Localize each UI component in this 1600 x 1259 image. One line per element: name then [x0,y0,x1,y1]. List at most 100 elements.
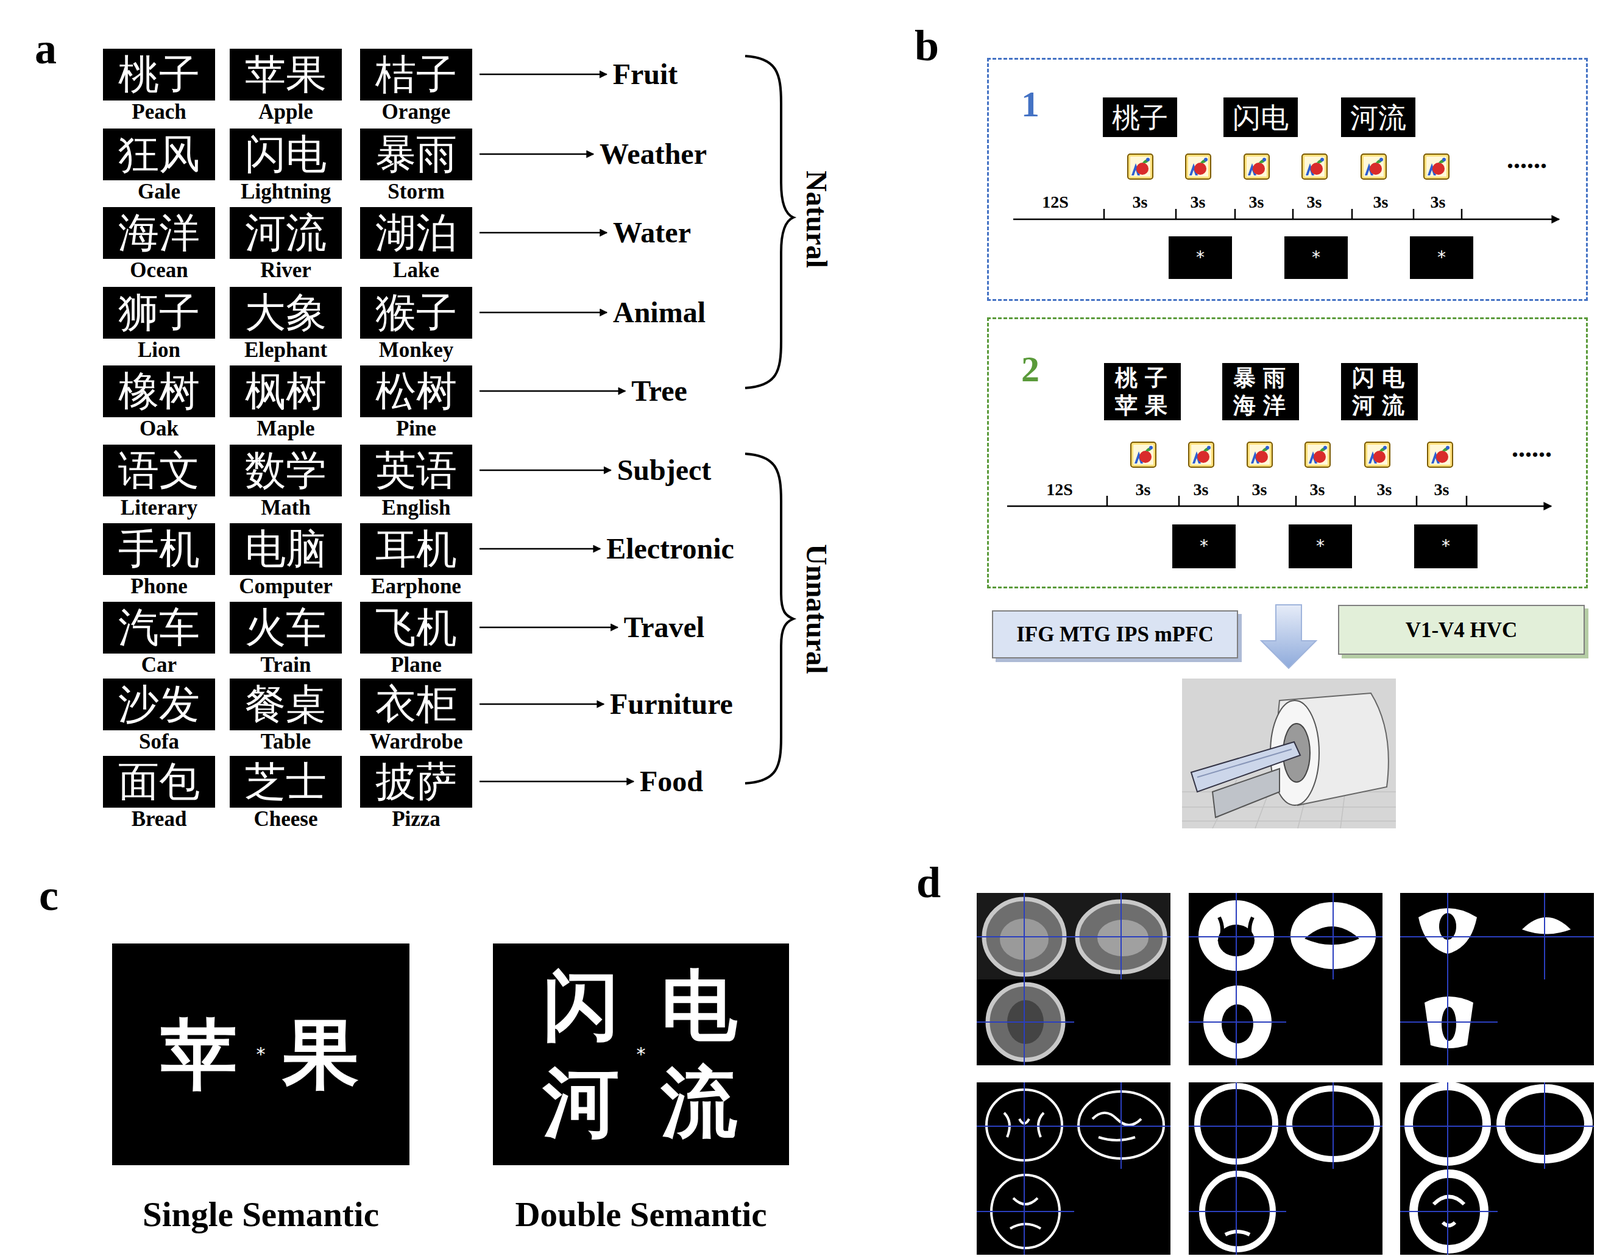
brain-scan [1188,893,1383,1066]
word-text: 橡树 [118,371,200,412]
image-icon [1130,442,1156,468]
word-text: 语文 [118,450,200,492]
time-label: 3s [1306,193,1323,211]
ellipsis: ...... [1511,435,1552,462]
word-box: 湖泊Lake [360,207,473,259]
timeline [1107,495,1467,507]
brain-scan [1188,1082,1383,1256]
word-box: 衣柜Wardrobe [360,678,473,731]
panel-number: 2 [1021,350,1040,388]
word-text: 桃子 苹果 [1107,364,1178,420]
brain-scan [1400,893,1594,1066]
word-text: 汽车 [118,607,200,649]
category-label: Tree [626,372,693,409]
category-label: Travel [619,609,710,646]
word-text: 电脑 [244,528,327,570]
group-label: Unnatural [801,544,832,674]
word-box: 河流 [1341,97,1416,138]
brain-scan [976,893,1171,1066]
word-translation: Earphone [371,575,462,599]
brain-scan [1441,1007,1457,1042]
word-box: 大象Elephant [229,286,342,339]
category-name: Weather [599,137,707,171]
word-box: 狂风Gale [102,128,216,181]
image-icon [1185,154,1211,180]
ellipsis: ...... [1506,146,1547,174]
time-label: 3s [1430,193,1446,211]
connector-arrow [479,390,626,393]
word-box: 耳机Earphone [360,523,473,576]
fixation-mark: * [1441,538,1451,556]
word-box: 海洋Ocean [102,207,216,259]
word-translation: Wardrobe [369,731,464,754]
word-translation: Phone [130,575,188,599]
stimulus-screen: 苹果*Single Semantic [112,943,410,1166]
word-pair-box: 桃子 苹果 [1104,363,1181,421]
word-translation: Cheese [254,808,319,832]
category-label: Weather [594,135,712,172]
panel-number: 1 [1021,85,1040,123]
word-text: 火车 [244,607,327,649]
brain-scan [1188,1082,1383,1256]
word-translation: River [260,259,312,283]
word-text: 闪电 [244,134,327,175]
panel-letter: d [916,860,941,905]
word-text: 飞机 [375,607,457,649]
bracket [745,56,794,784]
brain-scan [1188,893,1383,1066]
connector-arrow [479,626,618,629]
word-box: 英语English [360,444,473,497]
word-text: 面包 [118,761,200,803]
category-label: Food [634,763,708,800]
fixation-mark: * [1199,538,1209,556]
fixation-mark: * [1196,249,1205,267]
fixation-box: * [1414,524,1478,569]
category-label: Furniture [605,686,738,723]
word-box: 手机Phone [102,523,216,576]
word-pair-box: 暴雨 海洋 [1222,363,1300,421]
word-box: 橡树Oak [102,365,216,418]
word-box: 枫树Maple [229,365,342,418]
mri-scanner [1182,678,1396,829]
word-box: 火车Train [229,601,342,654]
region-names: V1-V4 HVC [1405,619,1518,641]
image-icon [1427,442,1453,468]
category-name: Food [639,764,704,799]
category-name: Travel [623,610,705,645]
bracket [745,453,794,784]
panel-letter: a [34,26,57,71]
brain-scan [1097,920,1149,957]
word-text: 沙发 [118,684,200,726]
word-box: 沙发Sofa [102,678,216,731]
category-label: Animal [608,294,711,331]
category-name: Fruit [612,57,679,91]
time-label: 3s [1190,193,1206,211]
word-translation: Ocean [129,259,188,283]
category-name: Furniture [609,687,733,721]
timeline [1007,208,1560,507]
fixation-box: * [1168,236,1232,280]
image-icon [1247,442,1273,468]
group-label: Natural [801,170,832,269]
category-name: Subject [617,453,712,487]
connector-arrow [479,703,604,706]
block-arrow [1261,605,1317,669]
brain-scan [1400,1082,1594,1256]
word-translation: Train [260,654,312,677]
brain-scan [1400,1082,1594,1256]
timeline [1007,505,1552,508]
fixation-mark: * [256,1045,266,1064]
word-box: 猴子Monkey [360,286,473,339]
brain-scan [1400,1082,1594,1256]
time-label: 3s [1434,481,1450,499]
condition-caption: Single Semantic [142,1197,379,1232]
word-translation: Pizza [391,808,441,832]
connector-arrow [479,232,607,234]
mri-scanner [1197,749,1292,778]
word-box: 芝士Cheese [229,756,342,808]
word-text: 松树 [375,371,457,412]
brain-scan [1225,1231,1250,1236]
time-label: 3s [1373,193,1389,211]
connector-arrow [479,153,594,156]
